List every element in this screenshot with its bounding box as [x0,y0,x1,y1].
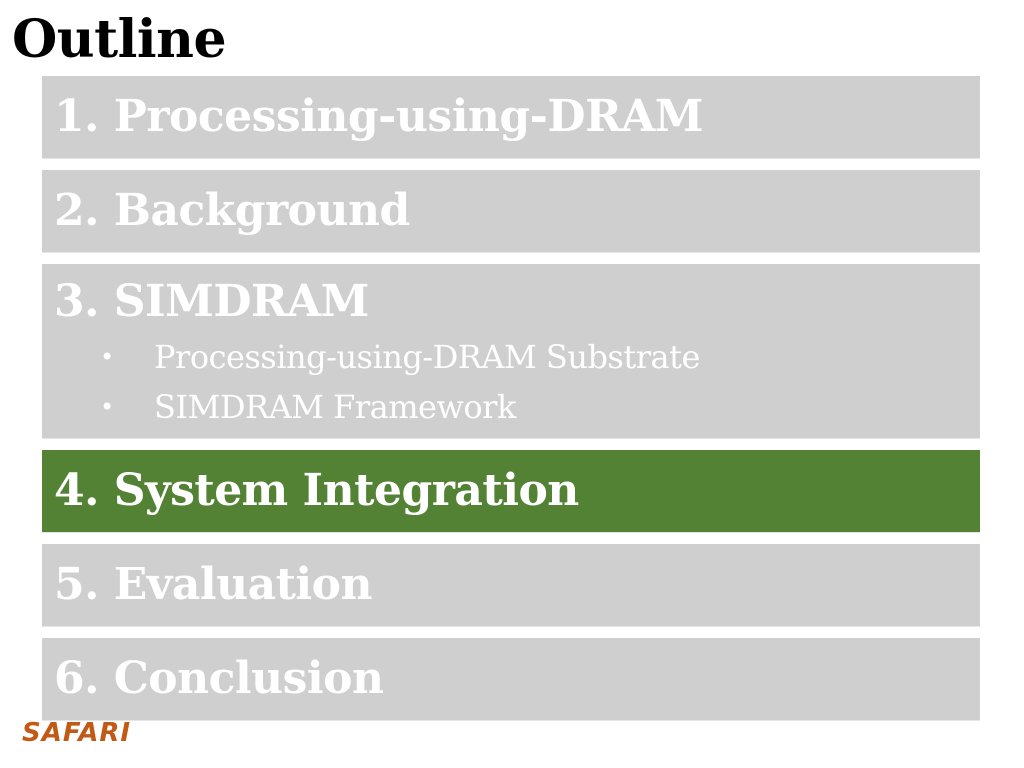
safari-logo: SAFARI [22,718,132,748]
bullet-icon: • [100,343,114,371]
bullet-icon: • [100,393,114,421]
slide-title: Outline [12,9,227,70]
outline-subitem-label: SIMDRAM Framework [154,388,516,426]
outline-item-label: 2. Background [54,185,410,236]
outline-item-system-integration-active: 4. System Integration [42,450,980,532]
outline-list: 1. Processing-using-DRAM 2. Background 3… [42,76,980,732]
outline-item-processing-using-dram: 1. Processing-using-DRAM [42,76,980,158]
outline-item-label: 5. Evaluation [54,559,372,610]
outline-item-label: 1. Processing-using-DRAM [54,91,704,142]
outline-subitem-label: Processing-using-DRAM Substrate [154,338,700,376]
outline-item-evaluation: 5. Evaluation [42,544,980,626]
outline-item-label: 3. SIMDRAM [54,276,369,327]
outline-item-conclusion: 6. Conclusion [42,638,980,720]
outline-subitem: • SIMDRAM Framework [100,382,980,432]
outline-item-label: 6. Conclusion [54,653,384,704]
outline-item-background: 2. Background [42,170,980,252]
outline-subitem: • Processing-using-DRAM Substrate [100,332,980,382]
outline-item-simdram: 3. SIMDRAM • Processing-using-DRAM Subst… [42,264,980,438]
outline-subitem-list: • Processing-using-DRAM Substrate • SIMD… [54,332,980,432]
outline-item-label: 4. System Integration [54,465,579,516]
